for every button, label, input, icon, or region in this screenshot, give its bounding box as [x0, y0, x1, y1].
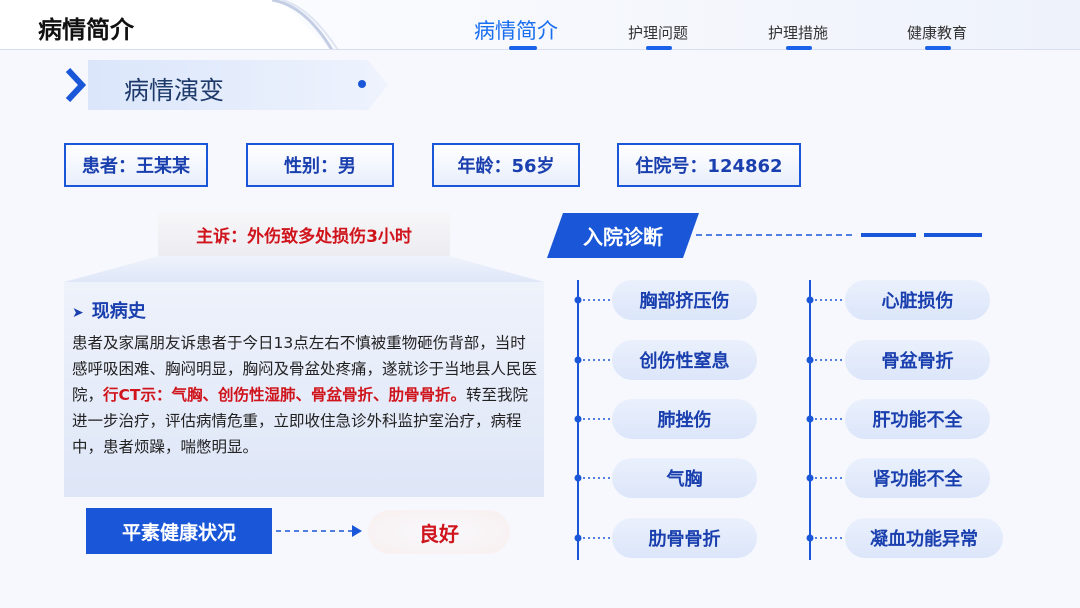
chevron-right-icon — [65, 68, 87, 102]
tab-indicator — [925, 46, 951, 50]
history-ct-findings: 行CT示：气胸、创伤性湿肺、骨盆骨折、肋骨骨折。 — [103, 386, 466, 404]
health-status-value: 良好 — [368, 510, 510, 554]
chief-complaint: 主诉：外伤致多处损伤3小时 — [158, 212, 450, 256]
diagnosis-item: 肋骨骨折 — [612, 518, 757, 558]
diagnosis-item: 肾功能不全 — [845, 458, 990, 498]
section-dot — [358, 80, 366, 88]
tab-indicator — [646, 46, 672, 50]
history-text: 患者及家属朋友诉患者于今日13点左右不慎被重物砸伤背部，当时感呼吸困难、胸闷明显… — [72, 330, 538, 460]
diagnosis-item: 骨盆骨折 — [845, 340, 990, 380]
tab-indicator-active — [509, 46, 537, 50]
history-title-text: 现病史 — [91, 301, 146, 322]
patient-age-box: 年龄：56岁 — [432, 143, 580, 187]
tab-indicator — [786, 46, 812, 50]
triangle-bullet-icon: ➤ — [72, 305, 84, 321]
history-text-part: 患者及家属朋友诉患者于今日13点左右不慎被重物砸伤背部，当时感呼吸困难、胸闷明显… — [72, 334, 538, 404]
header-swoosh-decoration — [272, 0, 339, 50]
section-banner — [88, 60, 388, 110]
header-divider — [0, 49, 1080, 50]
history-title: ➤ 现病史 — [72, 297, 146, 323]
header-title-area — [0, 0, 330, 50]
diagnosis-item: 肝功能不全 — [845, 399, 990, 439]
history-text-part: 转至我院进一步治疗，评估病情危重，立即收住急诊外科监护室治疗，病程中，患者烦躁，… — [72, 386, 528, 456]
diagnosis-item: 胸部挤压伤 — [612, 280, 757, 320]
diagnosis-connector-left — [574, 280, 613, 560]
tab-nursing-measures[interactable]: 护理措施 — [768, 24, 829, 42]
section-title: 病情演变 — [124, 76, 225, 105]
diagnosis-item: 肺挫伤 — [612, 399, 757, 439]
patient-name-box: 患者：王某某 — [64, 143, 208, 187]
diagnosis-item: 创伤性窒息 — [612, 340, 757, 380]
diagnosis-connector-right — [806, 280, 845, 560]
page-title: 病情简介 — [38, 16, 134, 44]
admission-number-box: 住院号：124862 — [617, 143, 801, 187]
diagnosis-item: 气胸 — [612, 458, 757, 498]
diagnosis-item: 凝血功能异常 — [845, 518, 1003, 558]
tab-disease-overview[interactable]: 病情简介 — [474, 19, 558, 43]
diagnosis-header-lines — [696, 233, 982, 237]
diagnosis-header: 入院诊断 — [547, 213, 699, 258]
dashed-arrow-icon — [276, 525, 362, 537]
patient-gender-box: 性别：男 — [246, 143, 394, 187]
history-card-top — [64, 256, 544, 282]
health-status-label: 平素健康状况 — [86, 508, 272, 554]
history-card — [64, 282, 544, 497]
tab-health-education[interactable]: 健康教育 — [907, 24, 968, 42]
diagnosis-item: 心脏损伤 — [845, 280, 990, 320]
tab-nursing-problems[interactable]: 护理问题 — [628, 24, 689, 42]
